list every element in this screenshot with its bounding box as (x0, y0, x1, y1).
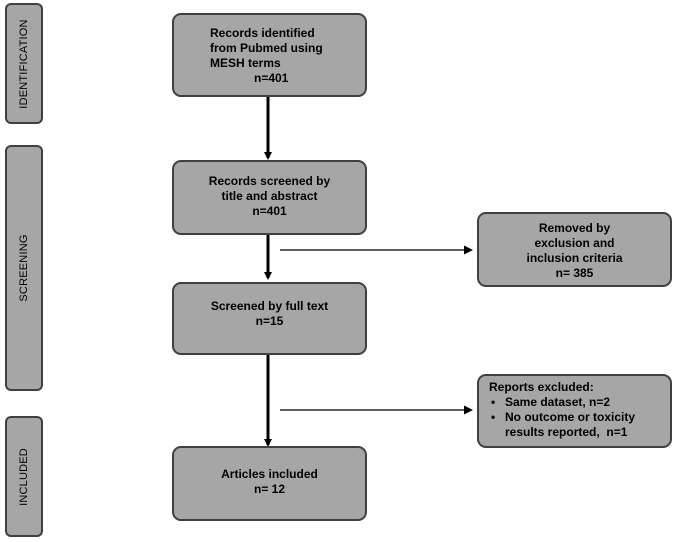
reports-excluded-item: No outcome or toxicity results reported,… (489, 410, 664, 440)
reports-excluded-item-2-line-2: results reported, n=1 (505, 425, 628, 439)
reports-excluded-item-2-line-1: No outcome or toxicity (505, 410, 636, 424)
articles-included-count: n= 12 (253, 482, 286, 496)
full-text-line-1: Screened by full text (210, 299, 329, 313)
box-records-screened: Records screened by title and abstract n… (172, 160, 367, 235)
removed-line-2: exclusion and (534, 236, 615, 250)
reports-excluded-item-1-line-1: Same dataset, n=2 (505, 395, 611, 409)
box-reports-excluded: Reports excluded: Same dataset, n=2 No o… (477, 374, 672, 448)
box-articles-included: Articles included n= 12 (172, 446, 367, 521)
reports-excluded-title: Reports excluded: (489, 380, 594, 394)
reports-excluded-list: Same dataset, n=2 No outcome or toxicity… (489, 395, 664, 440)
records-identified-line-1: Records identified (210, 26, 315, 40)
records-screened-count: n=401 (252, 204, 287, 218)
records-identified-line-3: MESH terms (210, 56, 281, 70)
records-identified-line-2: from Pubmed using (210, 41, 323, 55)
records-identified-count: n=401 (254, 71, 289, 85)
box-records-identified: Records identified from Pubmed using MES… (172, 13, 367, 97)
box-full-text: Screened by full text n=15 (172, 282, 367, 355)
records-screened-line-1: Records screened by (208, 174, 331, 188)
removed-line-1: Removed by (538, 221, 611, 235)
stage-screening: SCREENING (5, 145, 43, 391)
box-removed: Removed by exclusion and inclusion crite… (477, 212, 672, 287)
full-text-count: n=15 (255, 314, 284, 328)
stage-identification: IDENTIFICATION (5, 3, 43, 124)
removed-line-3: inclusion criteria (526, 251, 623, 265)
removed-count: n= 385 (555, 266, 594, 280)
articles-included-line-1: Articles included (221, 467, 318, 481)
stage-included: INCLUDED (5, 416, 43, 537)
records-screened-line-2: title and abstract (221, 189, 318, 203)
reports-excluded-item: Same dataset, n=2 (489, 395, 664, 410)
